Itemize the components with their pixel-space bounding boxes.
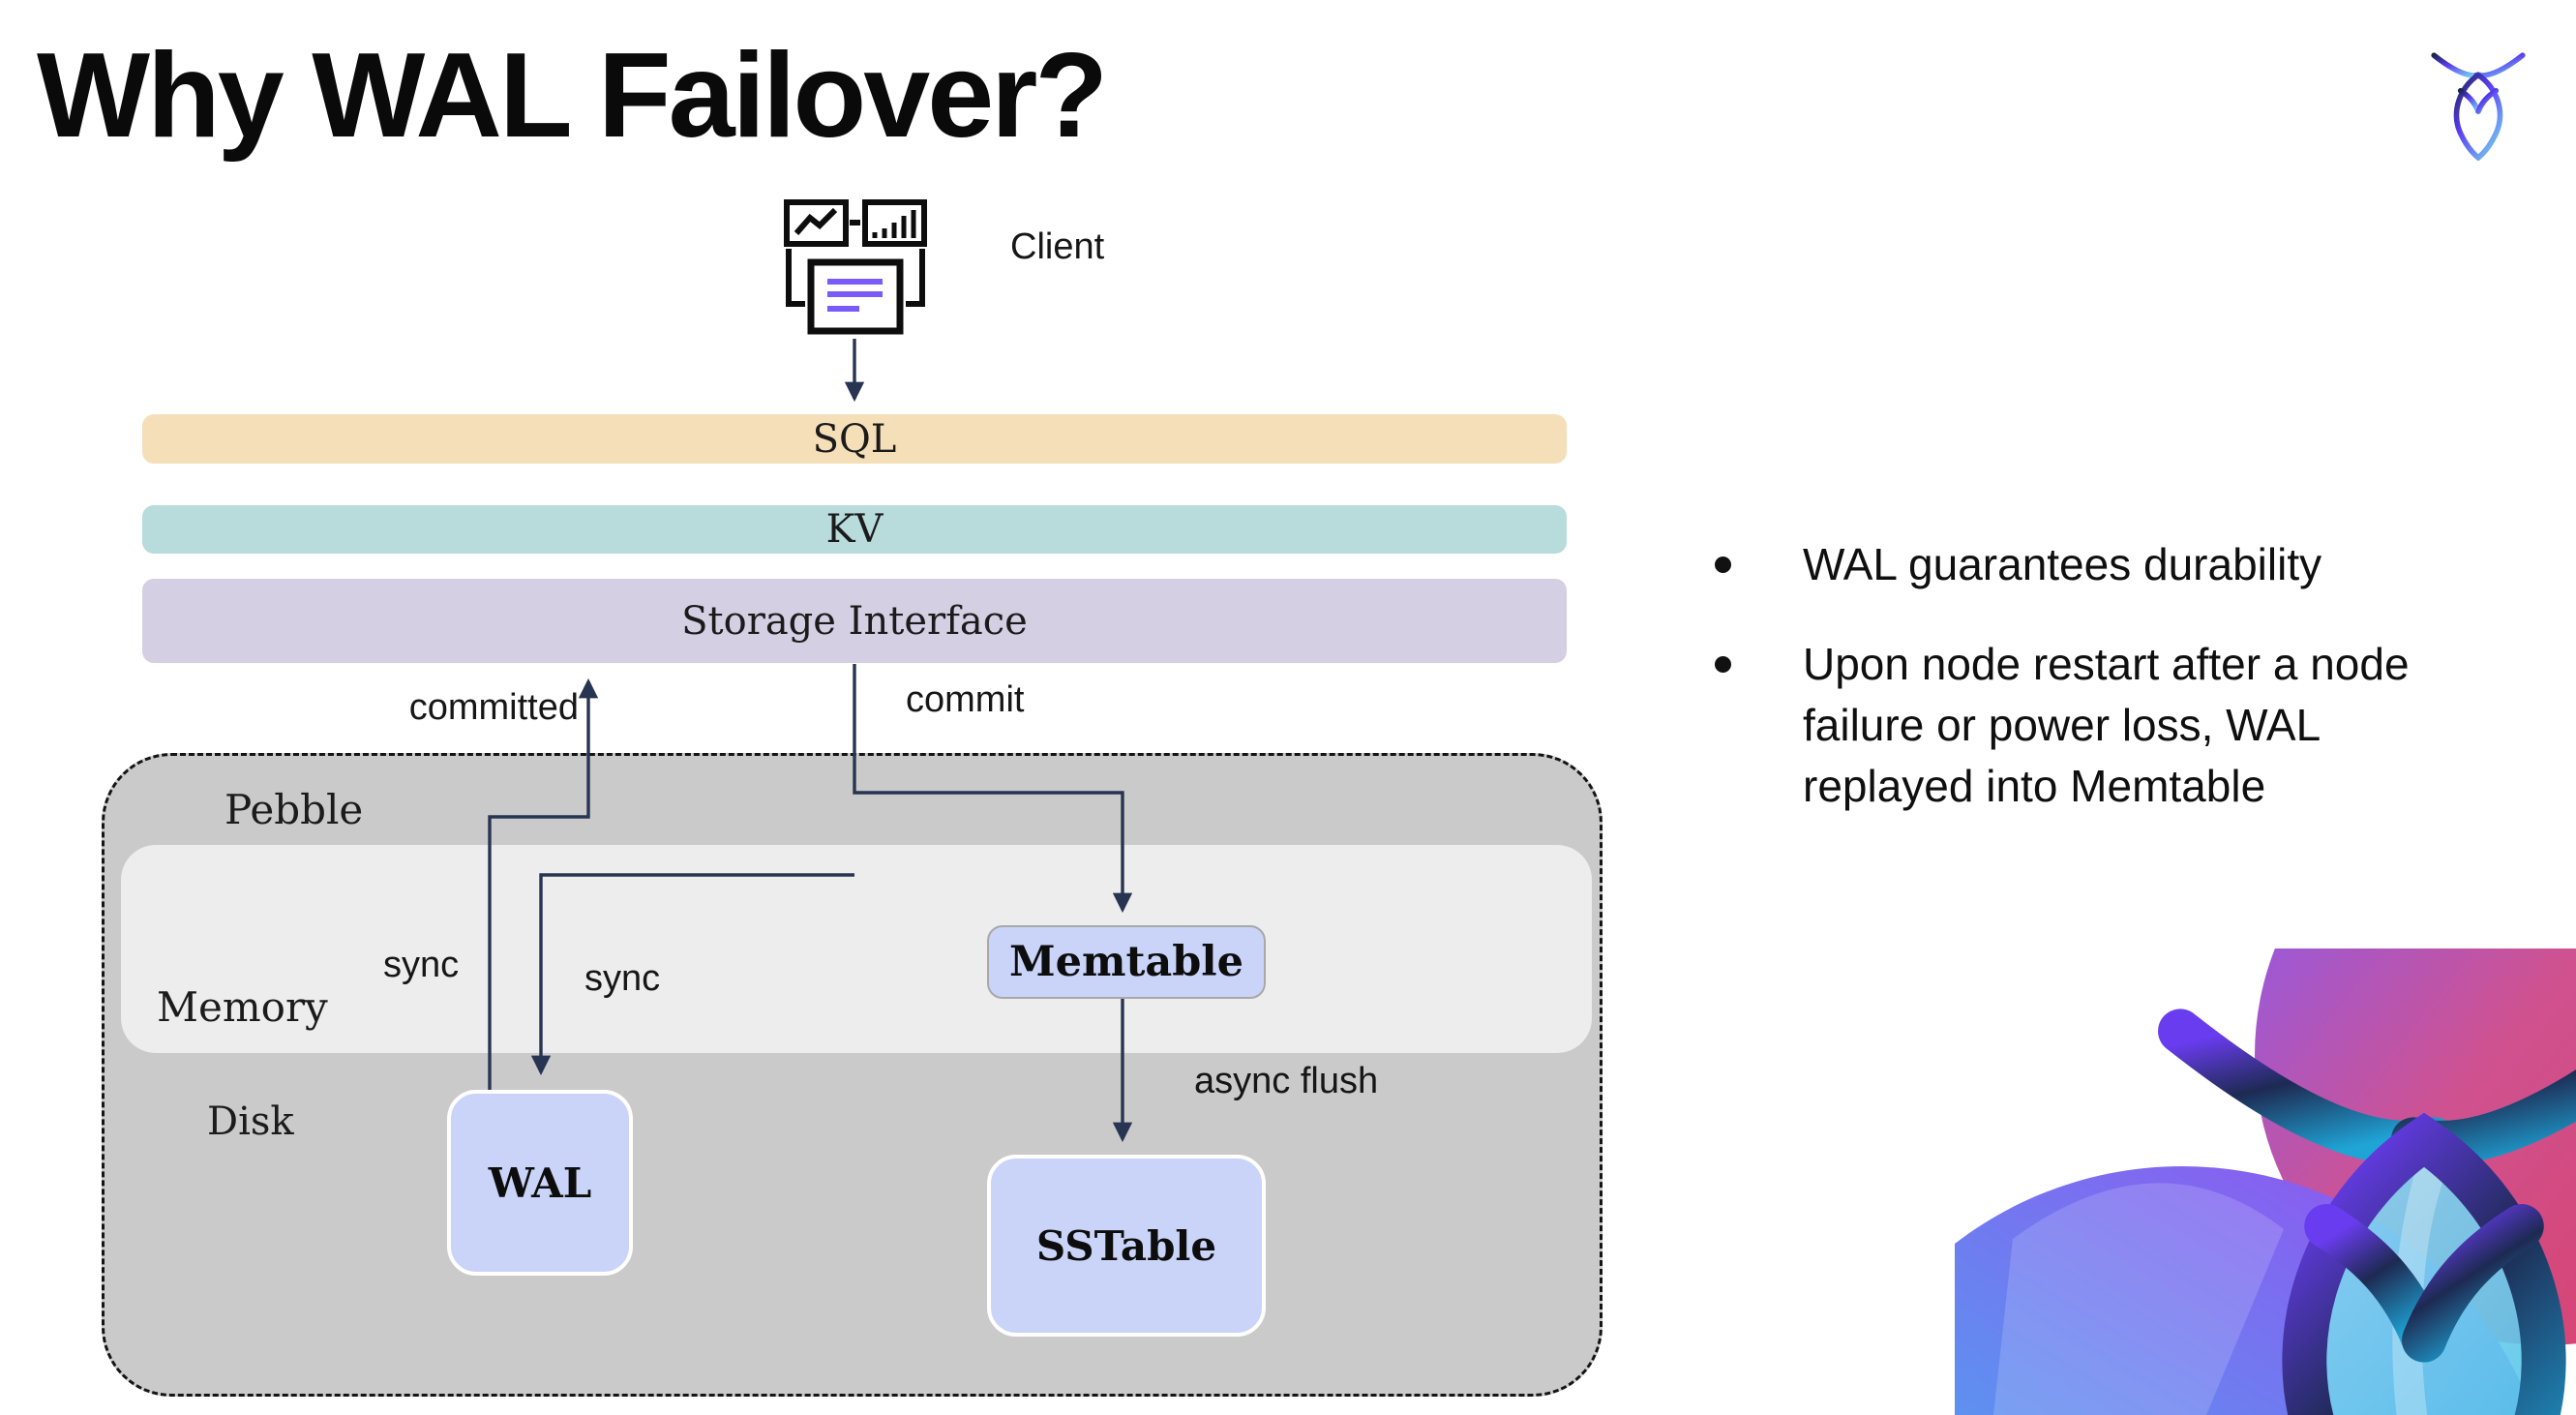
bullet-dot — [1715, 557, 1731, 573]
page-title: Why WAL Failover? — [37, 29, 1108, 163]
memory-label: Memory — [157, 983, 328, 1031]
bullet-text: WAL guarantees durability — [1803, 539, 2322, 589]
list-item: Upon node restart after a node failure o… — [1715, 634, 2547, 817]
node-sstable-label: SSTable — [1035, 1221, 1217, 1270]
bar-chart-glyph — [872, 210, 916, 238]
layer-storage-interface-label: Storage Interface — [681, 598, 1028, 644]
client-icon — [784, 199, 927, 335]
bullet-dot — [1715, 656, 1731, 673]
memory-band — [121, 845, 1592, 1053]
edge-label-commit: commit — [906, 679, 1025, 720]
layer-storage-interface: Storage Interface — [142, 579, 1567, 663]
pebble-label: Pebble — [225, 786, 364, 833]
bullet-list: WAL guarantees durability Upon node rest… — [1715, 534, 2547, 817]
edge-label-async-flush: async flush — [1194, 1061, 1379, 1101]
edge-label-sync-lower: sync — [584, 958, 661, 999]
node-memtable: Memtable — [987, 925, 1266, 999]
layer-kv-label: KV — [825, 507, 884, 552]
list-item: WAL guarantees durability — [1715, 534, 2547, 595]
cockroachdb-logo-icon — [2431, 52, 2526, 161]
node-memtable-label: Memtable — [1009, 938, 1243, 986]
layer-sql: SQL — [142, 414, 1567, 464]
edge-label-committed: committed — [408, 687, 579, 728]
client-label: Client — [1010, 226, 1105, 267]
layer-sql-label: SQL — [812, 416, 897, 462]
edge-label-sync-upper: sync — [383, 945, 460, 985]
decorative-corner-graphic — [1955, 948, 2576, 1415]
disk-label: Disk — [207, 1099, 294, 1144]
layer-kv: KV — [142, 505, 1567, 554]
node-sstable: SSTable — [987, 1155, 1266, 1337]
sql-statement-lines — [827, 279, 883, 312]
node-wal: WAL — [447, 1090, 633, 1276]
node-wal-label: WAL — [488, 1159, 592, 1207]
bullet-text: Upon node restart after a node failure o… — [1803, 639, 2410, 811]
